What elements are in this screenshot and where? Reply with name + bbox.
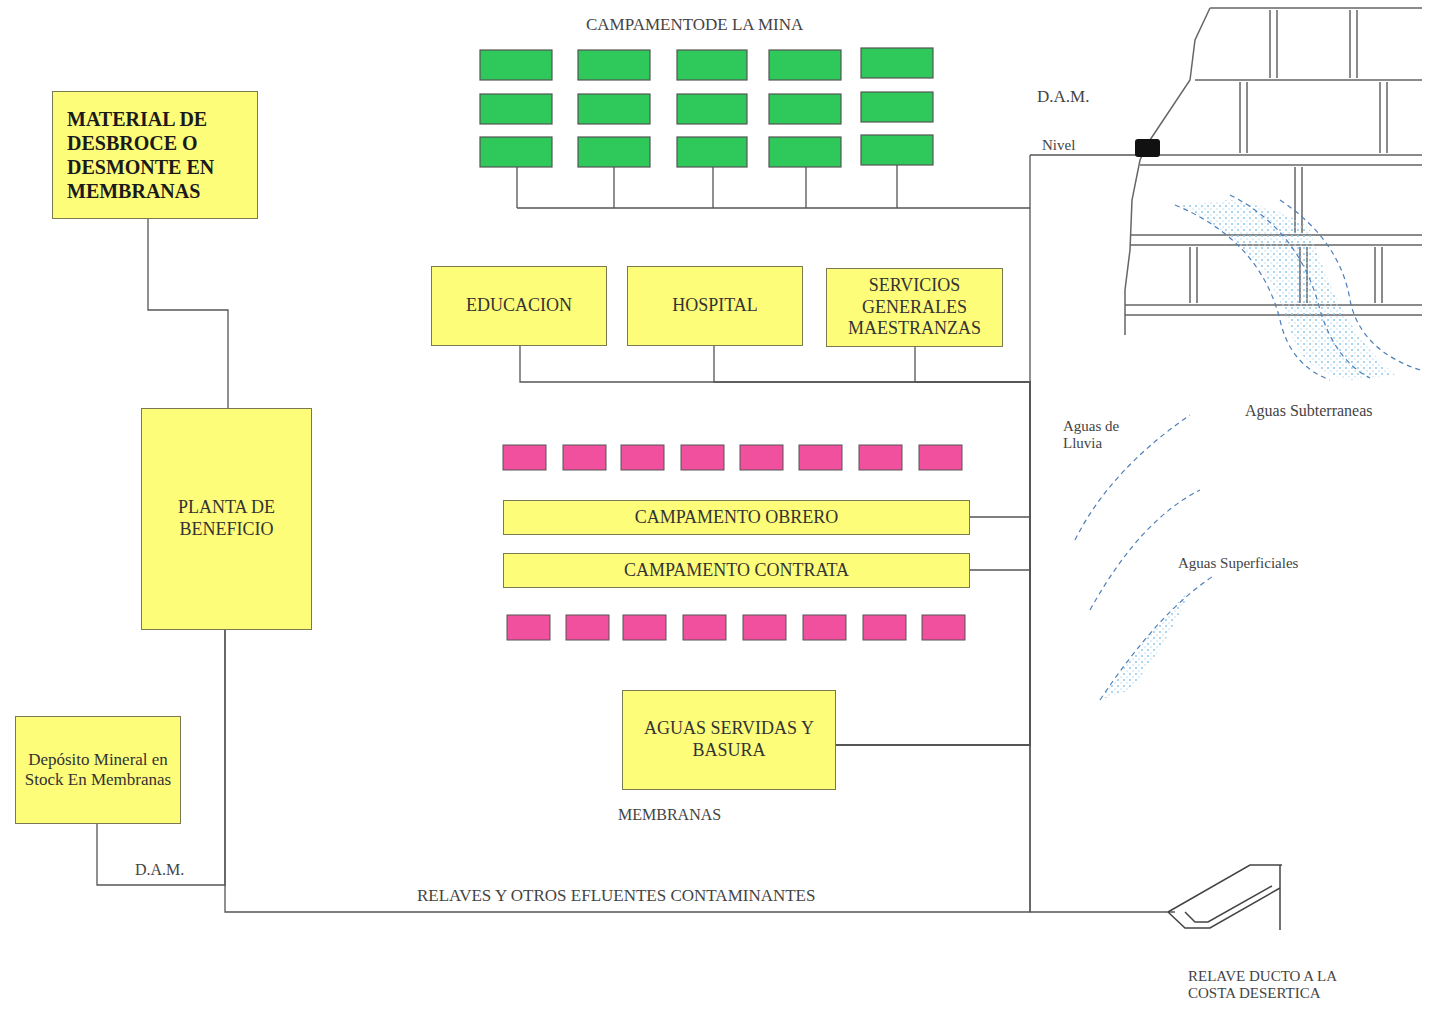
process-box: MATERIAL DE DESBROCE O DESMONTE EN MEMBR…	[52, 91, 258, 219]
box-text: PLANTA DE BENEFICIO	[148, 497, 305, 540]
surface-water	[1100, 590, 1190, 700]
annotation-label: Aguas Subterraneas	[1245, 402, 1373, 420]
box-text: SERVICIOS GENERALES MAESTRANZAS	[833, 275, 996, 340]
annotation-label: Aguas de Lluvia	[1063, 418, 1133, 453]
annotation-label: Nivel	[1042, 137, 1075, 154]
process-box: EDUCACION	[431, 266, 607, 346]
process-box: CAMPAMENTO CONTRATA	[503, 553, 970, 588]
box-text: Depósito Mineral en Stock En Membranas	[22, 750, 174, 791]
camp-houses	[480, 48, 933, 167]
box-text: CAMPAMENTO OBRERO	[635, 507, 839, 529]
process-box: CAMPAMENTO OBRERO	[503, 500, 970, 535]
box-text: HOSPITAL	[672, 295, 758, 317]
water-flows	[1075, 195, 1420, 700]
edge-label: RELAVES Y OTROS EFLUENTES CONTAMINANTES	[414, 886, 818, 906]
worker-houses	[503, 445, 965, 640]
connector-line	[520, 346, 1030, 745]
connector-line	[836, 347, 1030, 745]
groundwater	[1180, 200, 1395, 380]
connector-line	[225, 630, 1030, 912]
box-text: CAMPAMENTO CONTRATA	[624, 560, 849, 582]
tailings-duct	[1168, 865, 1282, 930]
annotation-label: MEMBRANAS	[618, 806, 721, 824]
connector-line	[836, 517, 1030, 745]
process-box: Depósito Mineral en Stock En Membranas	[15, 716, 181, 824]
annotation-label: CAMPAMENTODE LA MINA	[586, 15, 803, 35]
process-box: AGUAS SERVIDAS Y BASURA	[622, 690, 836, 790]
annotation-label: RELAVE DUCTO A LA COSTA DESERTICA	[1188, 968, 1378, 1003]
annotation-label: Aguas Superficiales	[1178, 555, 1298, 572]
mine-entrance	[1135, 139, 1160, 157]
process-box: PLANTA DE BENEFICIO	[141, 408, 312, 630]
connector-line	[714, 346, 1030, 745]
box-text: AGUAS SERVIDAS Y BASURA	[629, 718, 829, 761]
connector-line	[836, 570, 1030, 745]
connector-line	[148, 219, 228, 408]
process-box: HOSPITAL	[627, 266, 803, 346]
box-text: EDUCACION	[466, 295, 572, 317]
annotation-label: D.A.M.	[135, 861, 184, 879]
annotation-label: D.A.M.	[1037, 87, 1089, 107]
box-text: MATERIAL DE DESBROCE O DESMONTE EN MEMBR…	[67, 107, 243, 203]
process-box: SERVICIOS GENERALES MAESTRANZAS	[826, 268, 1003, 347]
